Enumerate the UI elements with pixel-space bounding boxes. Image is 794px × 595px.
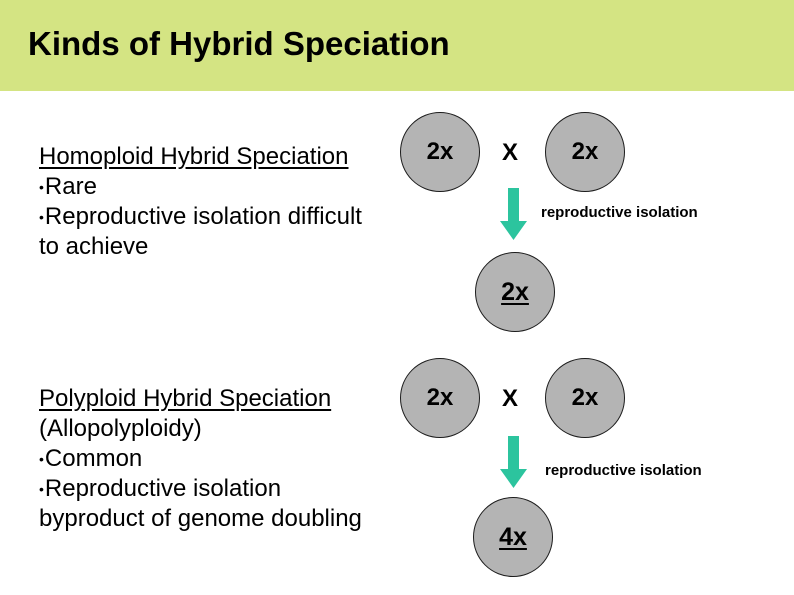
homoploid-offspring-circle: 2x — [475, 252, 555, 332]
ploidy-label: 2x — [501, 277, 529, 306]
ploidy-label: 2x — [571, 384, 599, 411]
polyploid-bullet-isolation-cont: byproduct of genome doubling — [39, 505, 362, 532]
homoploid-arrow-label: reproductive isolation — [541, 204, 698, 221]
ploidy-label: 2x — [571, 138, 599, 165]
polyploid-subheading: (Allopolyploidy) — [39, 415, 202, 442]
down-arrow-icon — [500, 436, 527, 488]
polyploid-bullet-common: •Common — [39, 445, 143, 472]
homoploid-parent-left-circle: 2x — [400, 112, 480, 192]
homoploid-bullet-rare: •Rare — [39, 173, 97, 200]
polyploid-offspring-circle: 4x — [473, 497, 553, 577]
polyploid-parent-left-circle: 2x — [400, 358, 480, 438]
homoploid-parent-right-circle: 2x — [545, 112, 625, 192]
homoploid-text-block: Homoploid Hybrid Speciation •Rare •Repro… — [39, 142, 362, 262]
slide-title: Kinds of Hybrid Speciation — [28, 25, 450, 62]
cross-symbol: X — [501, 139, 518, 166]
homoploid-bullet-isolation: •Reproductive isolation difficult — [39, 203, 362, 230]
ploidy-label: 2x — [426, 384, 454, 411]
bullet-icon: • — [39, 481, 44, 497]
down-arrow-icon — [500, 188, 527, 240]
bullet-icon: • — [39, 209, 44, 225]
ploidy-label: 2x — [426, 138, 454, 165]
polyploid-heading: Polyploid Hybrid Speciation — [39, 385, 332, 412]
polyploid-text-block: Polyploid Hybrid Speciation (Allopolyplo… — [39, 384, 362, 534]
homoploid-heading: Homoploid Hybrid Speciation — [39, 143, 349, 170]
homoploid-bullet-isolation-cont: to achieve — [39, 233, 149, 260]
polyploid-arrow-label: reproductive isolation — [545, 462, 702, 479]
cross-symbol: X — [501, 385, 518, 412]
bullet-icon: • — [39, 179, 44, 195]
bullet-icon: • — [39, 451, 44, 467]
header-bar: Kinds of Hybrid Speciation — [0, 0, 794, 91]
ploidy-label: 4x — [499, 522, 527, 551]
polyploid-parent-right-circle: 2x — [545, 358, 625, 438]
polyploid-bullet-isolation: •Reproductive isolation — [39, 475, 282, 502]
